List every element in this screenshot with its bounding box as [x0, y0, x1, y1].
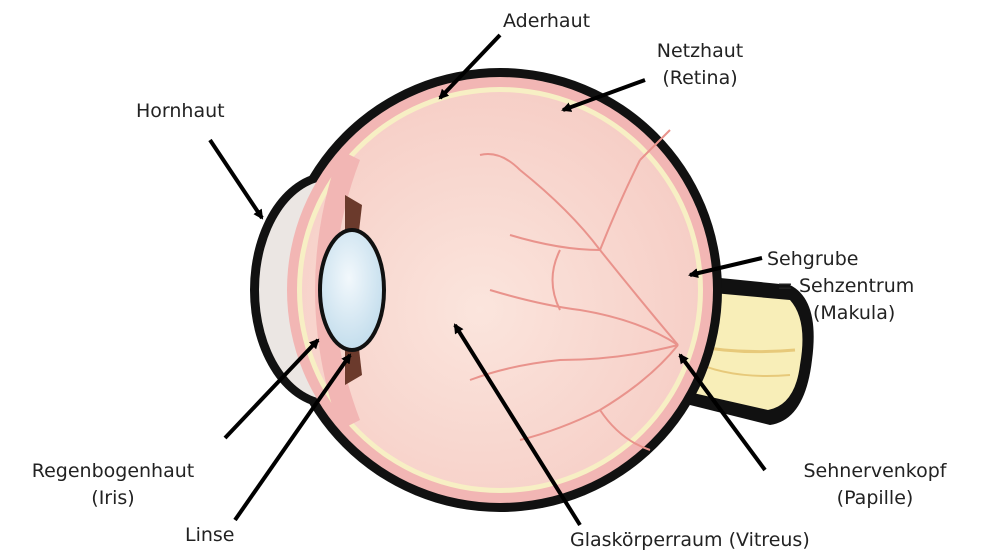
label-hornhaut: Hornhaut — [136, 98, 225, 125]
arrow-hornhaut — [210, 140, 262, 218]
label-glaskoerper: Glaskörperraum (Vitreus) — [570, 527, 810, 554]
lens — [320, 230, 384, 350]
label-sehgrube-sub2: (Makula) — [765, 300, 925, 327]
label-sehgrube-sub1: = Sehzentrum — [765, 273, 925, 300]
label-netzhaut-main: Netzhaut — [640, 38, 760, 65]
label-sehnervenkopf-sub: (Papille) — [775, 485, 975, 512]
label-regenbogenhaut: Regenbogenhaut (Iris) — [8, 458, 218, 512]
label-sehgrube: Sehgrube = Sehzentrum (Makula) — [765, 246, 925, 327]
label-regenbogenhaut-main: Regenbogenhaut — [8, 458, 218, 485]
label-aderhaut: Aderhaut — [503, 8, 590, 35]
label-sehnervenkopf-main: Sehnervenkopf — [775, 458, 975, 485]
label-regenbogenhaut-sub: (Iris) — [8, 485, 218, 512]
label-sehgrube-main: Sehgrube — [765, 246, 925, 273]
label-netzhaut: Netzhaut (Retina) — [640, 38, 760, 92]
label-netzhaut-sub: (Retina) — [640, 65, 760, 92]
label-sehnervenkopf: Sehnervenkopf (Papille) — [775, 458, 975, 512]
label-linse: Linse — [185, 522, 235, 549]
